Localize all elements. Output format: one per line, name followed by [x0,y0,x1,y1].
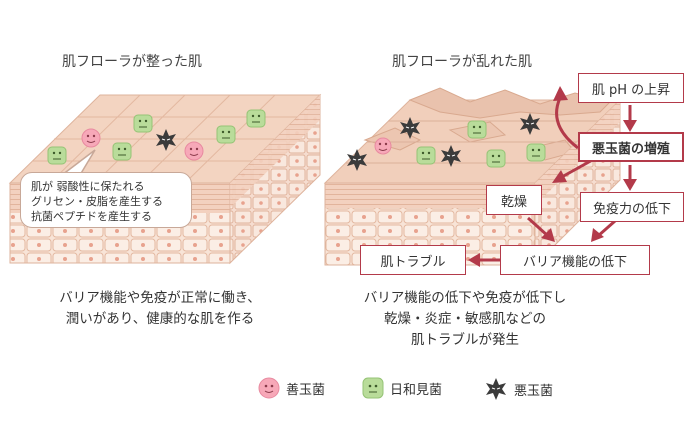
callout-line: グリセン・皮脂を産生する [31,195,163,208]
opportunistic-bacteria-icon [416,146,436,165]
disturbed-skin-block [323,87,622,267]
description-line: 潤いがあり、健康的な肌を作る [65,311,255,327]
flow-barrier-decline: バリア機能の低下 [500,245,650,275]
legend-opportunistic-bacteria: 日和見菌 [362,377,442,399]
description-line: バリア機能や免疫が正常に働き、 [59,290,261,306]
legend-label: 善玉菌 [286,382,326,398]
legend-good-bacteria: 善玉菌 [258,377,325,399]
opportunistic-bacteria-icon [486,149,506,168]
flow-arrows [468,86,637,267]
benefits-callout: 肌が 弱酸性に保たれる グリセン・皮脂を産生する 抗菌ペプチドを産生する [20,172,192,228]
flow-bad-bacteria-growth: 悪玉菌の増殖 [578,132,684,162]
flow-skin-trouble: 肌トラブル [360,245,466,275]
opportunistic-bacteria-icon [216,125,236,144]
bad-bacteria-icon [520,113,540,135]
healthy-skin-description: バリア機能や免疫が正常に働き、 潤いがあり、健康的な肌を作る [30,288,290,330]
callout-line: 抗菌ペプチドを産生する [31,210,152,223]
disturbed-skin-description: バリア機能の低下や免疫が低下し 乾燥・炎症・敏感肌などの 肌トラブルが発生 [335,288,595,351]
opportunistic-bacteria-icon [362,377,384,399]
good-bacteria-icon [184,141,204,161]
opportunistic-bacteria-icon [112,142,132,161]
flow-ph-rise: 肌 pH の上昇 [578,73,684,103]
flow-dryness: 乾燥 [486,185,542,215]
legend-label: 日和見菌 [390,382,443,398]
legend-label: 悪玉菌 [514,383,554,399]
opportunistic-bacteria-icon [133,114,153,133]
bad-bacteria-icon [441,145,461,167]
bad-bacteria-icon [400,117,420,139]
opportunistic-bacteria-icon [467,120,487,139]
opportunistic-bacteria-icon [526,143,546,162]
good-bacteria-icon [258,377,280,399]
good-bacteria-icon [81,128,101,148]
bad-bacteria-icon [156,129,176,151]
flow-immunity-decline: 免疫力の低下 [580,192,684,222]
opportunistic-bacteria-icon [246,109,266,128]
good-bacteria-icon [374,137,392,155]
bad-bacteria-icon [486,378,506,400]
description-line: 肌トラブルが発生 [411,332,519,348]
healthy-skin-title: 肌フローラが整った肌 [62,54,202,70]
description-line: 乾燥・炎症・敏感肌などの [384,311,546,327]
legend-bad-bacteria: 悪玉菌 [484,377,553,401]
description-line: バリア機能の低下や免疫が低下し [363,290,567,306]
callout-line: 肌が 弱酸性に保たれる [31,180,145,193]
disturbed-skin-title: 肌フローラが乱れた肌 [392,54,532,70]
opportunistic-bacteria-icon [47,146,67,165]
bad-bacteria-icon [347,149,367,171]
